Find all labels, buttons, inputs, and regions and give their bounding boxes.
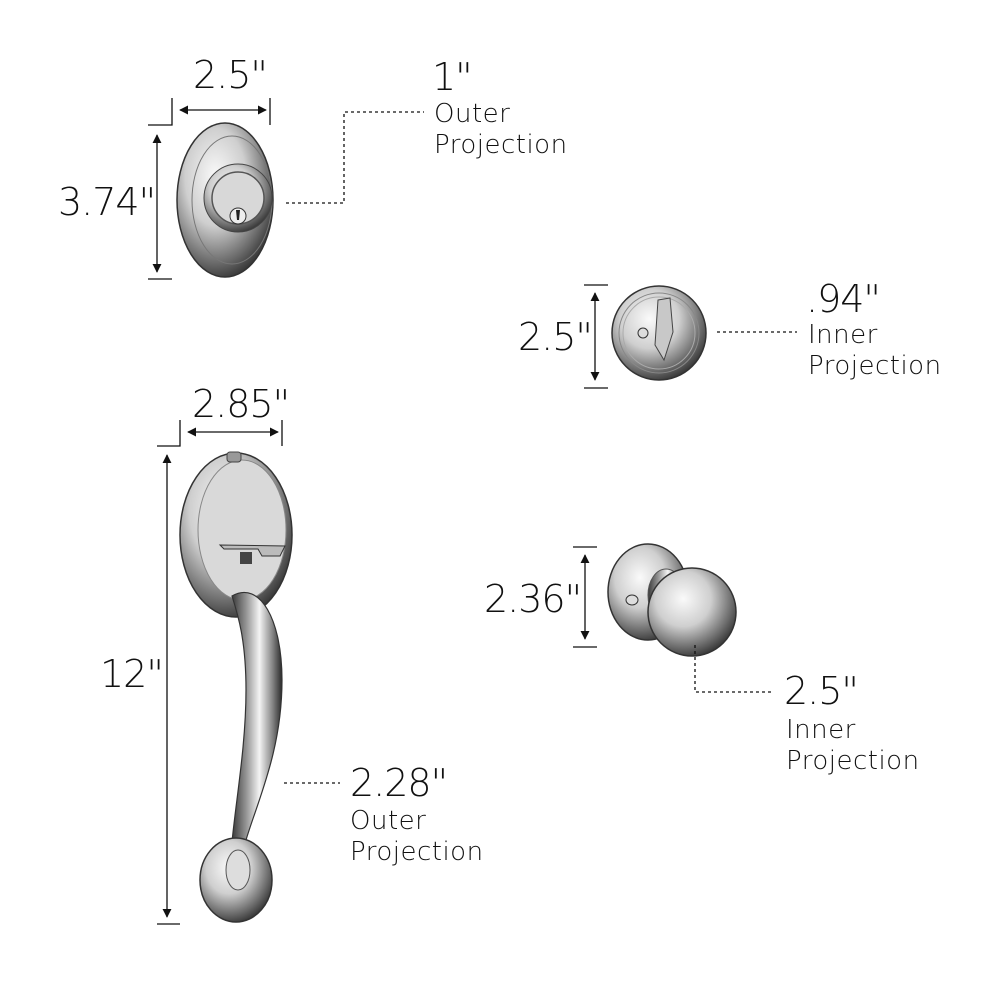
exterior-deadbolt-dimension-lines <box>148 98 424 280</box>
interior-deadbolt-height-label: 2.5" <box>518 315 593 359</box>
interior-deadbolt-image <box>611 285 707 381</box>
interior-deadbolt-projection-caption: Inner Projection <box>808 320 942 382</box>
exterior-deadbolt-width-label: 2.5" <box>193 53 268 97</box>
projection-line1: Outer <box>350 806 427 836</box>
handleset-dimension-lines <box>157 420 340 925</box>
projection-line2: Projection <box>786 746 920 776</box>
knob-image <box>607 543 737 657</box>
knob-projection-value: 2.5" <box>784 669 859 713</box>
exterior-deadbolt-image <box>176 122 274 278</box>
projection-line2: Projection <box>434 130 568 160</box>
projection-line1: Inner <box>808 320 878 350</box>
handleset-width-label: 2.85" <box>192 382 290 426</box>
projection-line2: Projection <box>350 837 484 867</box>
knob-projection-caption: Inner Projection <box>786 715 920 777</box>
handleset-image <box>179 451 293 923</box>
knob-height-label: 2.36" <box>484 577 582 621</box>
exterior-deadbolt-height-label: 3.74" <box>58 180 156 224</box>
exterior-deadbolt-projection-caption: Outer Projection <box>434 99 568 161</box>
handleset-height-label: 12" <box>100 652 164 696</box>
projection-line1: Outer <box>434 99 511 129</box>
projection-line1: Inner <box>786 715 856 745</box>
interior-deadbolt-dimension-lines <box>584 284 797 389</box>
projection-line2: Projection <box>808 351 942 381</box>
handleset-projection-caption: Outer Projection <box>350 806 484 868</box>
exterior-deadbolt-projection-value: 1" <box>432 55 473 99</box>
knob-dimension-lines <box>573 546 774 693</box>
interior-deadbolt-projection-value: .94" <box>806 277 881 321</box>
handleset-projection-value: 2.28" <box>350 761 448 805</box>
